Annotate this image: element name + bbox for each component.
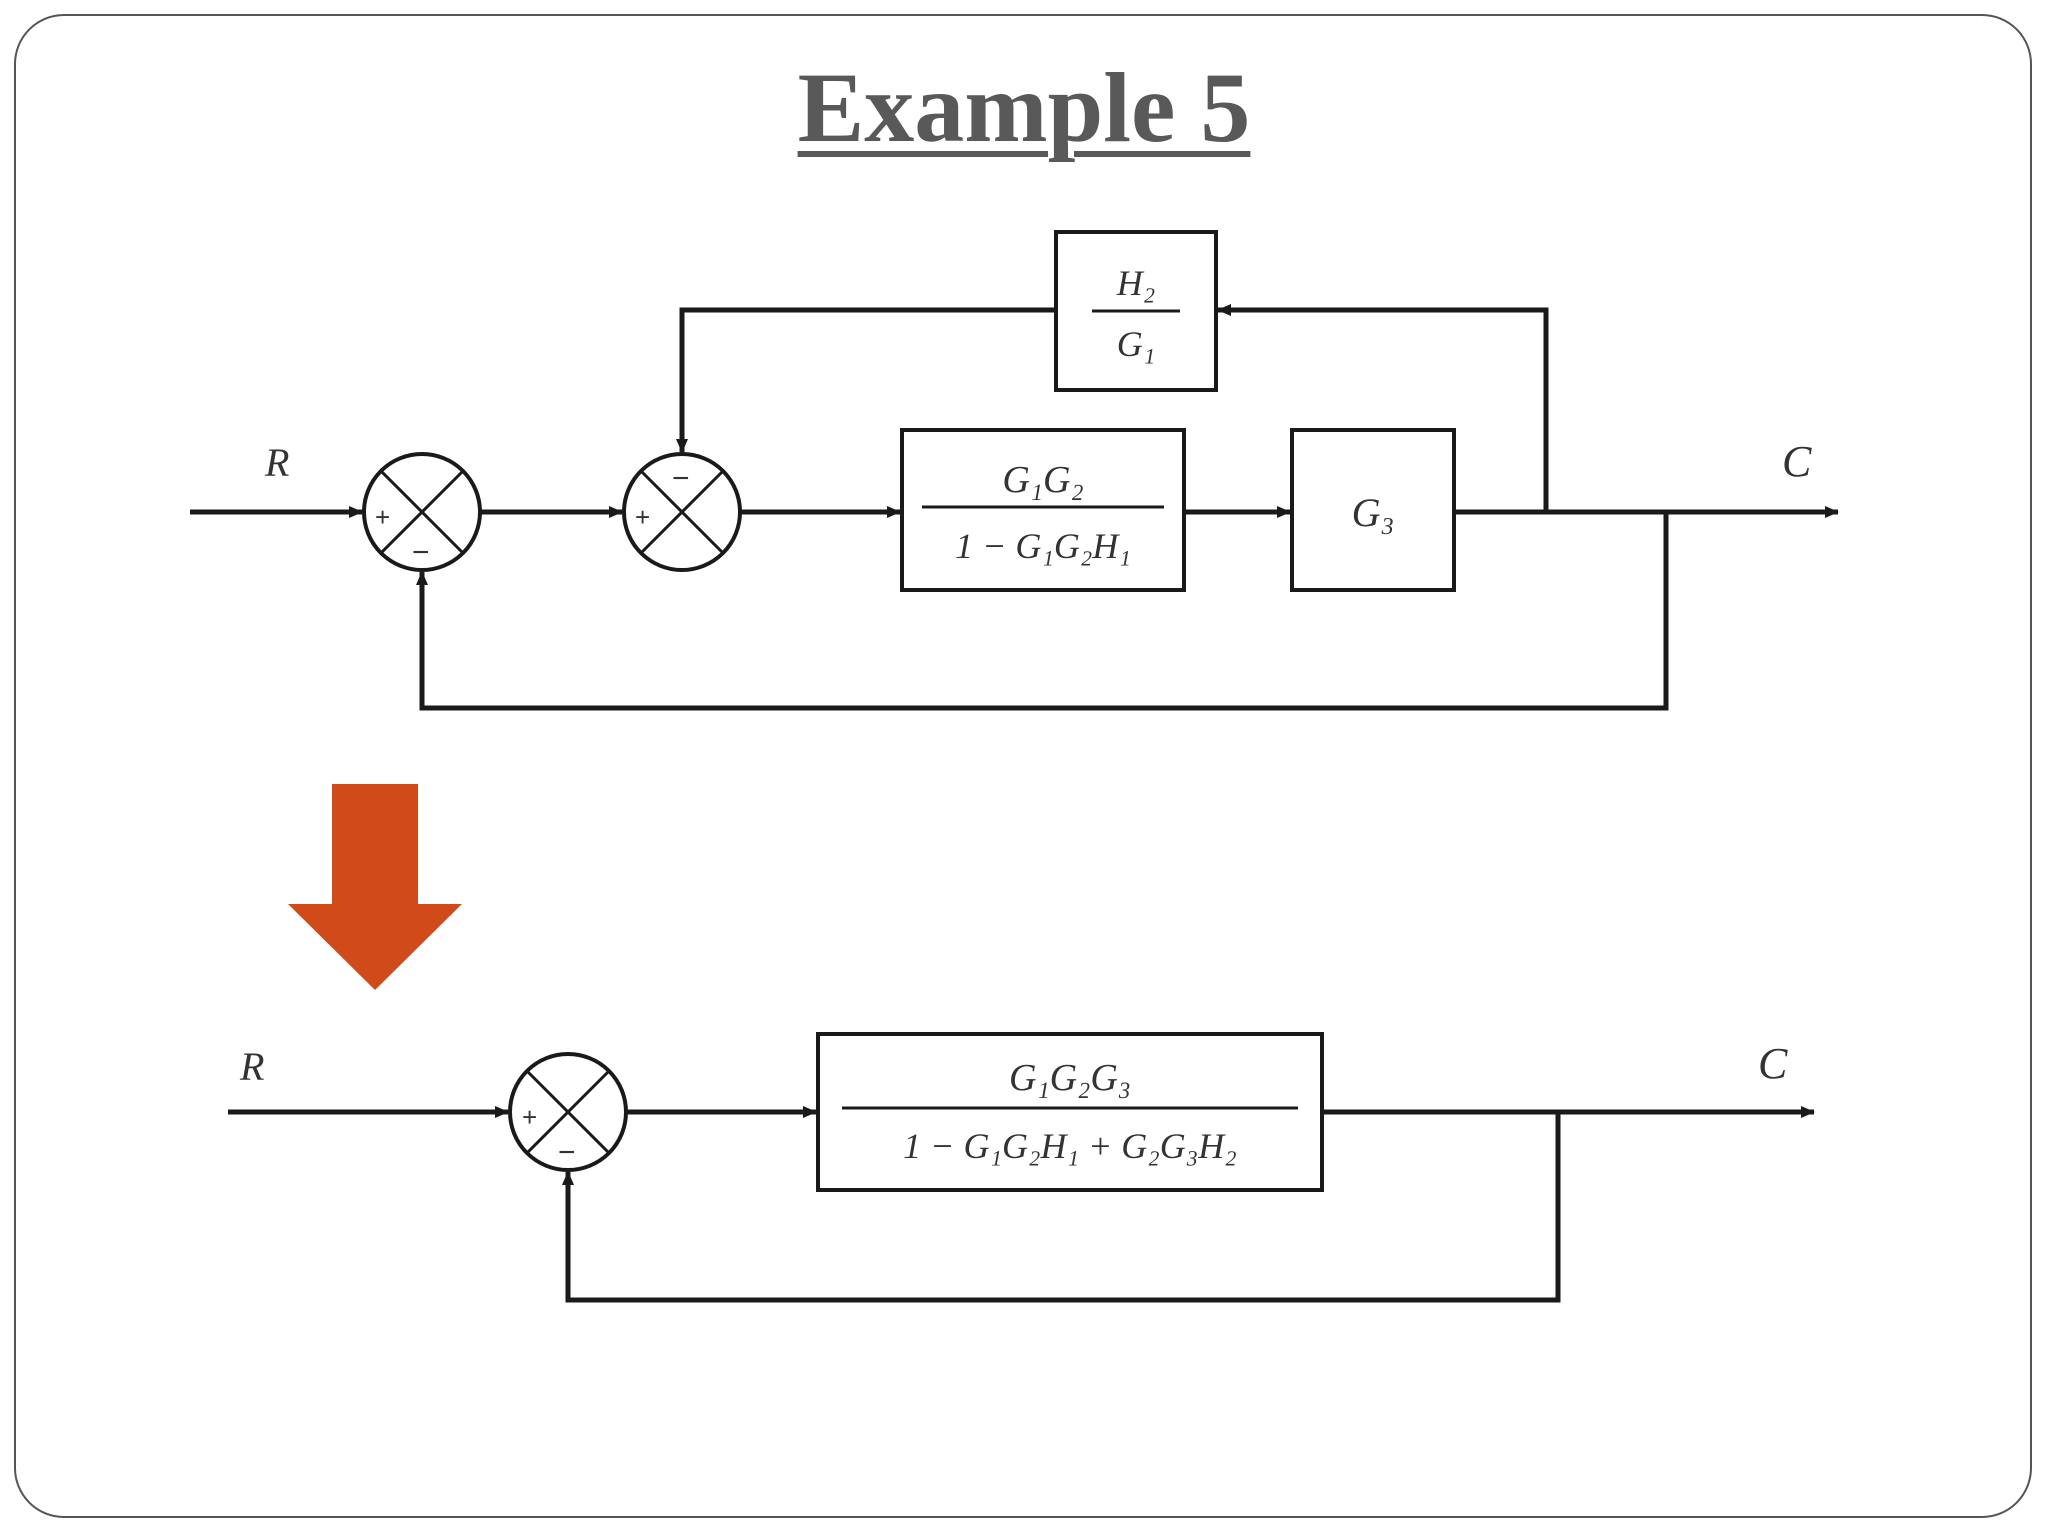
top-input-label: R bbox=[264, 440, 289, 485]
top-block-h2-denominator: G₁ bbox=[1117, 324, 1156, 364]
slide-title: Example 5 bbox=[0, 58, 2048, 158]
bottom-sum-cross-b bbox=[525, 1069, 611, 1155]
bottom-diagram bbox=[228, 1032, 1815, 1303]
top-sum2-minus: − bbox=[672, 462, 690, 495]
top-sum1-plus: + bbox=[375, 502, 390, 532]
top-output-label: C bbox=[1782, 437, 1812, 486]
top-unity-feedback-path bbox=[416, 512, 1669, 711]
top-sum2-cross-b bbox=[639, 469, 725, 555]
transform-down-arrow-icon bbox=[288, 784, 462, 990]
bottom-input-label: R bbox=[239, 1044, 264, 1089]
bottom-block-denominator: 1 − G₁G₂H₁ + G₂G₃H₂ bbox=[903, 1126, 1237, 1166]
slide-title-text: Example 5 bbox=[797, 52, 1251, 163]
top-block-h2-numerator: H₂ bbox=[1116, 263, 1156, 303]
bottom-sum-plus: + bbox=[522, 1102, 537, 1132]
bottom-sum-minus: − bbox=[558, 1136, 576, 1169]
top-block-g1g2-numerator: G₁G₂ bbox=[1002, 459, 1083, 501]
bottom-block-numerator: G₁G₂G₃ bbox=[1009, 1057, 1131, 1099]
slide-frame bbox=[14, 14, 2032, 1518]
top-block-g1g2-denominator: 1 − G₁G₂H₁ bbox=[955, 526, 1131, 566]
top-block-g1g2 bbox=[900, 428, 1186, 592]
top-block-g3-label: G₃ bbox=[1352, 490, 1395, 535]
top-sum2-plus: + bbox=[635, 502, 650, 532]
top-feedback-h2-path bbox=[1217, 304, 1549, 512]
top-diagram bbox=[190, 230, 1839, 711]
top-sum1-minus: − bbox=[412, 536, 430, 569]
bottom-output-label: C bbox=[1758, 1039, 1788, 1088]
top-sum1-cross-b bbox=[379, 469, 465, 555]
bottom-unity-feedback-path bbox=[562, 1112, 1561, 1303]
top-feedback-to-sum2 bbox=[676, 307, 1056, 453]
